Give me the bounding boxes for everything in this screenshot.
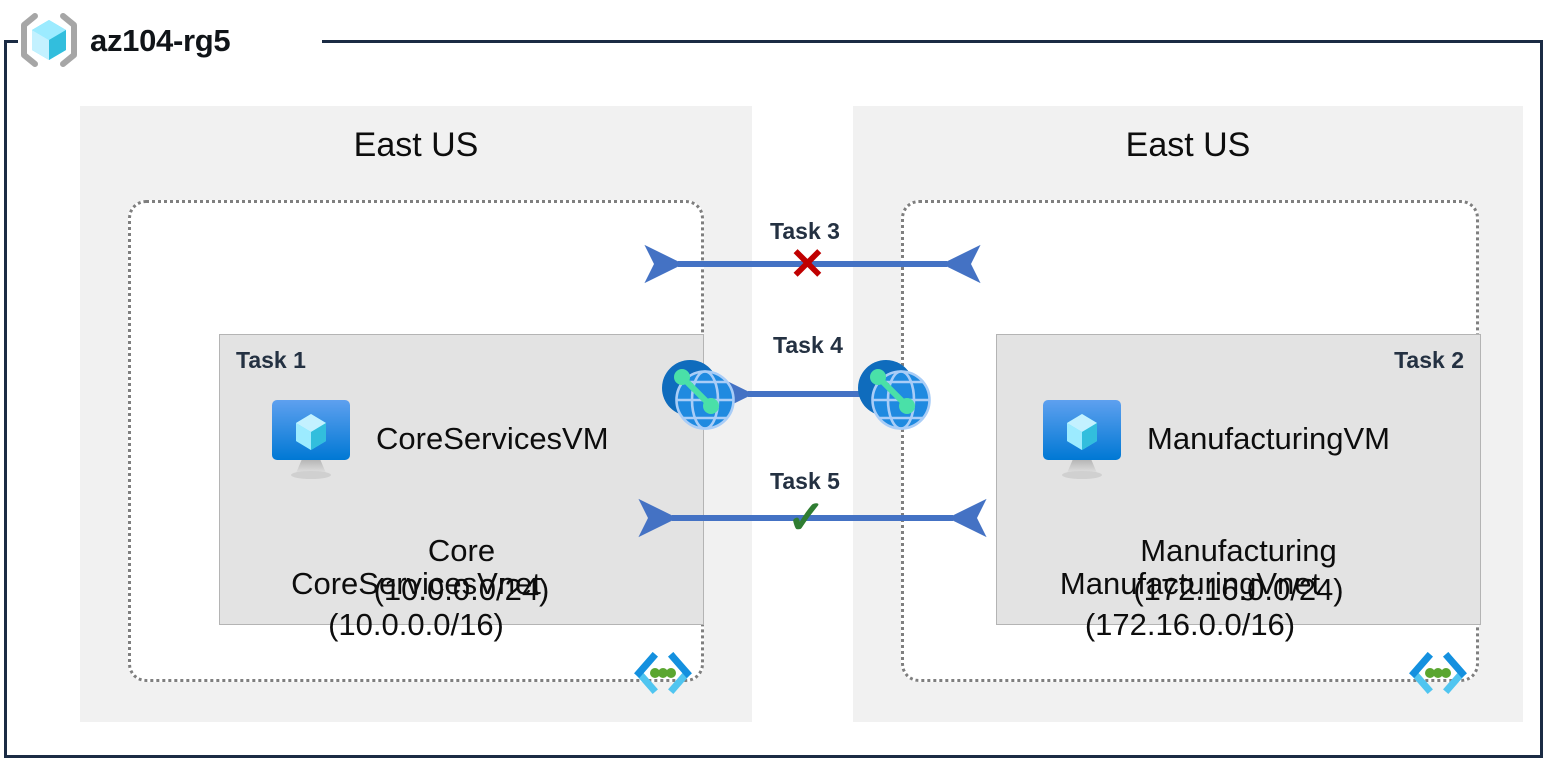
vnet-name-manufacturing: ManufacturingVnet [1059,566,1321,602]
virtual-machine-icon [268,397,354,481]
resource-group-frame [4,40,1543,758]
vnet-cidr-core-services: (10.0.0.0/16) [328,606,504,642]
region-panel-right: East US Task 2 [853,106,1523,722]
allowed-marker-icon: ✓ [787,491,826,543]
vm-row-core: CoreServicesVM [220,397,703,481]
vnet-icon [631,651,695,695]
vnet-peering-icon [660,356,738,432]
resource-group-header: az104-rg5 [18,8,245,72]
subnet-caption-core: Core (10.0.0.0/24) [220,531,703,610]
vnet-manufacturing: Task 2 [901,200,1481,694]
vnet-caption-manufacturing: ManufacturingVnet (172.16.0.0/16) [904,564,1476,645]
resource-group-frame-top-left [4,40,18,43]
vm-name-core-services: CoreServicesVM [376,421,609,456]
vm-row-manufacturing: ManufacturingVM [997,397,1480,481]
subnet-cidr-core: (10.0.0.0/24) [373,572,550,608]
region-label-right: East US [1125,126,1251,164]
resource-group-frame-top-right [322,40,1543,43]
vnet-caption-core-services: CoreServicesVnet (10.0.0.0/16) [131,564,701,645]
azure-resource-group-icon [18,11,80,69]
subnet-name-core: Core [427,532,496,568]
task-tag-task-1: Task 1 [236,347,306,373]
subnet-manufacturing: Task 2 [996,334,1481,625]
vnet-name-core-services: CoreServicesVnet [291,566,541,602]
subnet-name-manufacturing: Manufacturing [1140,532,1337,568]
vnet-cidr-manufacturing: (172.16.0.0/16) [1084,606,1296,642]
blocked-marker-icon: ✕ [789,240,826,289]
region-panel-left: East US Task 1 [80,106,752,722]
vnet-peering-icon [856,356,934,432]
subnet-cidr-manufacturing: (172.16.0.0/24) [1133,572,1344,608]
connection-label-task-3: Task 3 [770,218,840,244]
subnet-caption-manufacturing: Manufacturing (172.16.0.0/24) [997,531,1480,610]
subnet-core: Task 1 [219,334,704,625]
connection-label-task-5: Task 5 [770,468,840,494]
region-label-left: East US [353,126,479,164]
connection-label-task-4: Task 4 [773,332,843,358]
vnet-icon [1406,651,1470,695]
resource-group-name: az104-rg5 [90,22,231,58]
vnet-core-services: Task 1 [128,200,704,694]
vm-name-manufacturing: ManufacturingVM [1147,421,1390,456]
virtual-machine-icon [1039,397,1125,481]
task-tag-task-2: Task 2 [1394,347,1464,373]
